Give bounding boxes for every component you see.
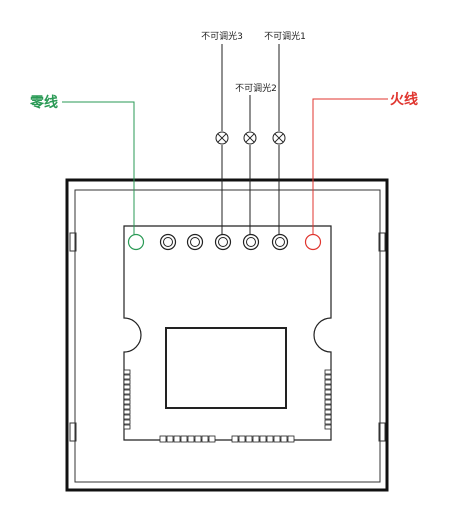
pin-right <box>324 419 332 425</box>
pin-bottom <box>280 435 288 443</box>
lamp1-icon <box>272 131 286 145</box>
pin-bottom <box>266 435 274 443</box>
label-load3: 不可调光3 <box>201 30 243 42</box>
pin-strip-right <box>324 369 332 430</box>
pin-left <box>123 414 131 420</box>
pin-right <box>324 394 332 400</box>
pin-bottom <box>231 435 239 443</box>
pin-bottom <box>201 435 209 443</box>
pin-right <box>324 399 332 405</box>
pin-left <box>123 379 131 385</box>
label-load1: 不可调光1 <box>264 30 306 42</box>
pin-bottom <box>173 435 181 443</box>
pin-bottom <box>180 435 188 443</box>
pin-bottom <box>245 435 253 443</box>
pin-bottom <box>208 435 216 443</box>
pin-right <box>324 374 332 380</box>
pin-strip-bottom <box>159 435 295 443</box>
pin-left <box>123 369 131 375</box>
pin-bottom <box>287 435 295 443</box>
pin-left <box>123 419 131 425</box>
pin-right <box>324 369 332 375</box>
pin-left <box>123 374 131 380</box>
pin-right <box>324 424 332 430</box>
pin-right <box>324 414 332 420</box>
pin-left <box>123 424 131 430</box>
pin-bottom <box>259 435 267 443</box>
pin-left <box>123 394 131 400</box>
pin-left <box>123 404 131 410</box>
terminal-load3 <box>214 233 232 251</box>
pin-left <box>123 384 131 390</box>
pin-right <box>324 384 332 390</box>
pin-bottom <box>273 435 281 443</box>
label-load2: 不可调光2 <box>235 82 277 94</box>
live-wire <box>312 98 388 235</box>
terminal-blank <box>159 233 177 251</box>
pin-bottom <box>166 435 174 443</box>
clip-right-bottom <box>378 422 386 442</box>
pin-left <box>123 389 131 395</box>
pin-bottom <box>238 435 246 443</box>
pin-bottom <box>159 435 167 443</box>
inner-frame <box>74 189 381 483</box>
lamp2-icon <box>243 131 257 145</box>
terminal-neutral <box>127 233 145 251</box>
module-body <box>123 225 332 441</box>
pin-left <box>123 409 131 415</box>
terminal-extra <box>186 233 204 251</box>
pin-strip-left <box>123 369 131 430</box>
terminal-live <box>304 233 322 251</box>
clip-right-top <box>378 232 386 252</box>
clip-left-bottom <box>69 422 77 442</box>
terminal-load1 <box>271 233 289 251</box>
outer-frame <box>65 178 389 492</box>
pin-right <box>324 404 332 410</box>
lamp3-icon <box>215 131 229 145</box>
terminal-load2 <box>242 233 260 251</box>
pin-right <box>324 409 332 415</box>
pin-bottom <box>187 435 195 443</box>
neutral-wire <box>62 101 135 235</box>
pin-bottom <box>252 435 260 443</box>
clip-left-top <box>69 232 77 252</box>
pin-right <box>324 379 332 385</box>
label-live: 火线 <box>390 91 418 108</box>
label-neutral: 零线 <box>29 94 58 111</box>
pin-left <box>123 399 131 405</box>
pin-right <box>324 389 332 395</box>
pin-bottom <box>194 435 202 443</box>
central-chip <box>165 327 287 409</box>
